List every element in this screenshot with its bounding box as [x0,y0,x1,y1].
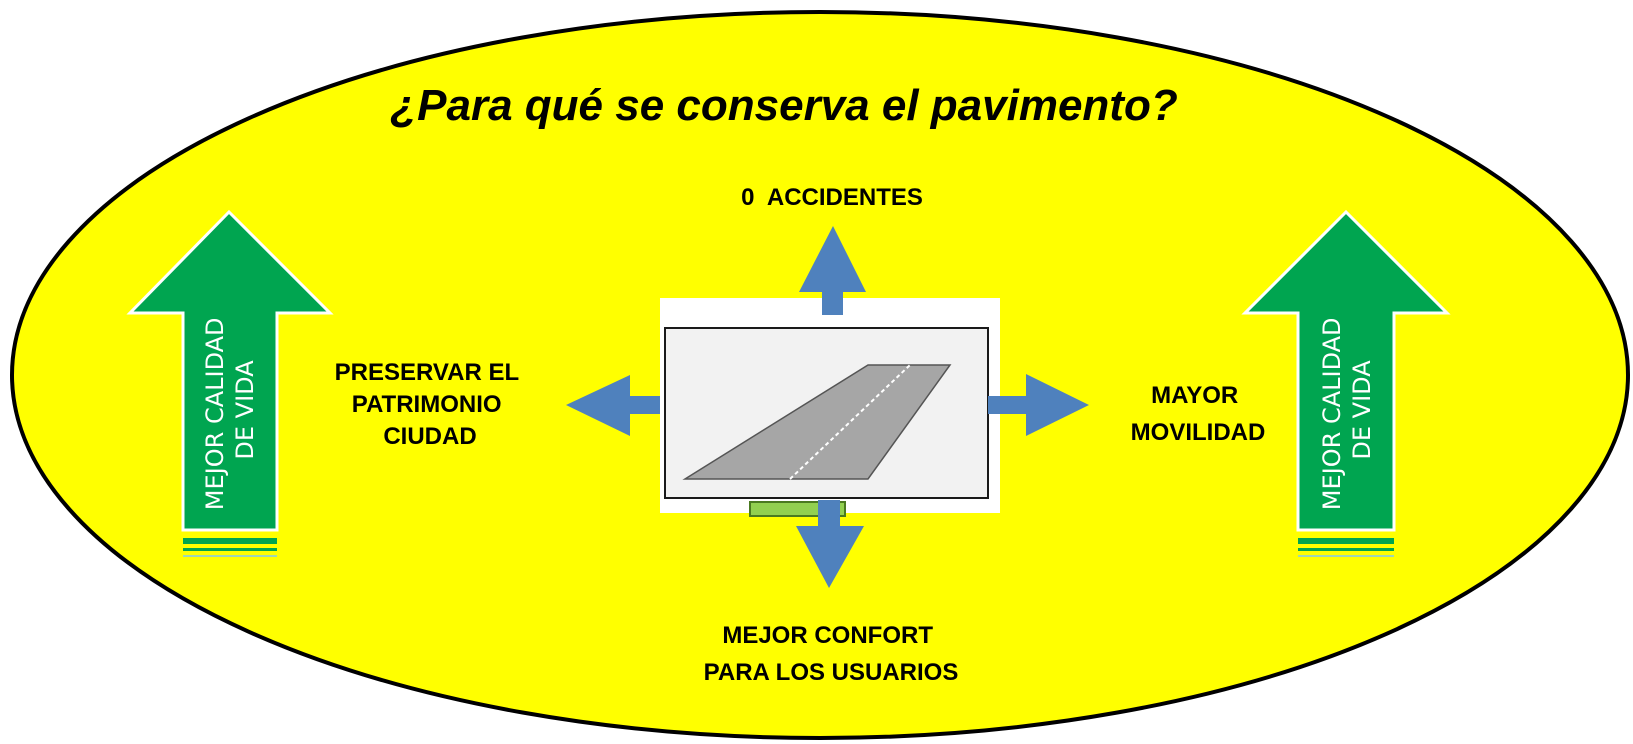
left-arrow-text: MEJOR CALIDAD DE VIDA [201,310,259,510]
label-preserve-heritage: PRESERVAR EL PATRIMONIO CIUDAD [335,359,526,450]
label-comfort-line-2: PARA LOS USUARIOS [704,659,959,686]
label-mobility: MAYOR MOVILIDAD [1131,382,1266,446]
label-mobility-line-2: MOVILIDAD [1131,419,1266,446]
left-arrow-line-2: DE VIDA [231,360,259,460]
up-direction-arrow [799,226,866,315]
right-arrow-text: MEJOR CALIDAD DE VIDA [1318,310,1376,510]
label-comfort: MEJOR CONFORT PARA LOS USUARIOS [704,622,959,686]
left-direction-arrow [566,375,660,436]
arrow-icon [796,500,864,588]
right-direction-arrow [988,374,1089,436]
label-comfort-line-1: MEJOR CONFORT [722,622,933,649]
road-surface [682,364,952,480]
up-arrow-icon [1241,209,1451,557]
label-accidents: 0 ACCIDENTES [741,184,923,211]
right-arrow-line-1: MEJOR CALIDAD [1318,317,1346,510]
arrow-icon [988,374,1089,436]
label-mobility-line-1: MAYOR [1151,382,1238,409]
right-arrow-line-2: DE VIDA [1348,360,1376,460]
road-icon [660,298,1000,517]
label-preserve-line-2: PATRIMONIO [352,391,502,418]
down-direction-arrow [796,500,864,588]
up-arrow-icon [126,209,334,557]
right-quality-arrow: MEJOR CALIDAD DE VIDA [1241,209,1451,557]
arrow-icon [799,226,866,315]
arrow-icon [566,375,660,436]
left-arrow-line-1: MEJOR CALIDAD [201,317,229,510]
label-preserve-line-1: PRESERVAR EL [335,359,519,386]
left-quality-arrow: MEJOR CALIDAD DE VIDA [126,209,334,557]
diagram-title: ¿Para qué se conserva el pavimento? [390,81,1177,130]
label-preserve-line-3: CIUDAD [383,423,476,450]
